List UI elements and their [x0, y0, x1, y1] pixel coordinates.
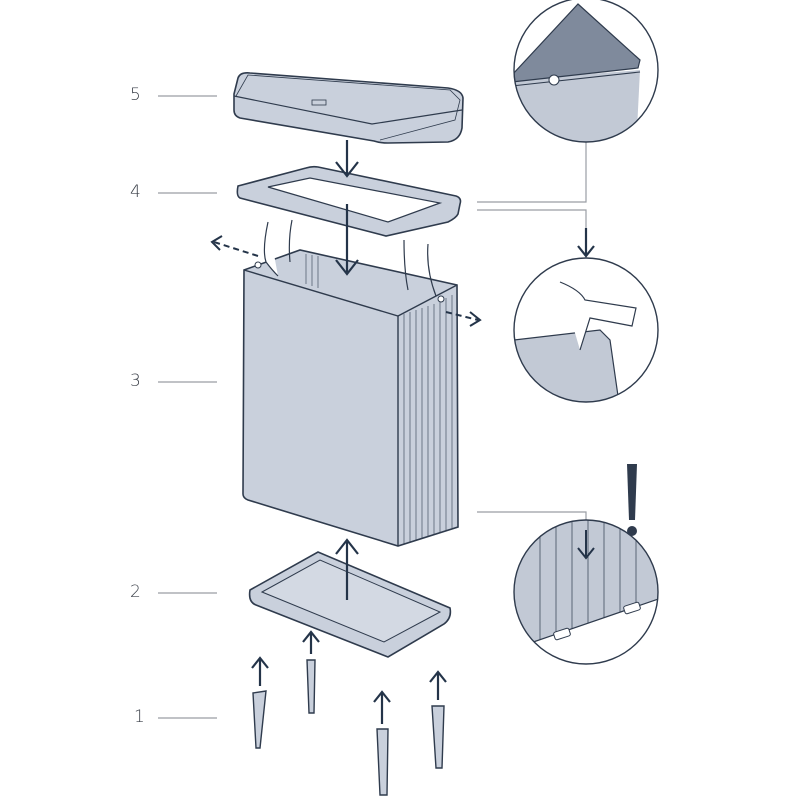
assembly-arrows: [251, 140, 595, 724]
leader-lines: [158, 95, 587, 719]
part-label-3: 3: [130, 371, 141, 391]
detail-base-clip: [513, 519, 659, 665]
detail-lid-hinge: [513, 0, 659, 143]
part-frame: [236, 165, 462, 237]
warning-icon: [627, 464, 637, 536]
part-label-1: 1: [134, 707, 145, 727]
part-legs: [252, 659, 445, 796]
part-label-2: 2: [130, 582, 141, 602]
part-lid: [233, 72, 464, 144]
part-base: [248, 551, 452, 658]
part-label-5: 5: [130, 85, 141, 105]
part-body: [242, 219, 459, 547]
part-label-4: 4: [130, 182, 141, 202]
detail-press-frame: [513, 257, 659, 403]
pull-arrows: [213, 241, 479, 321]
